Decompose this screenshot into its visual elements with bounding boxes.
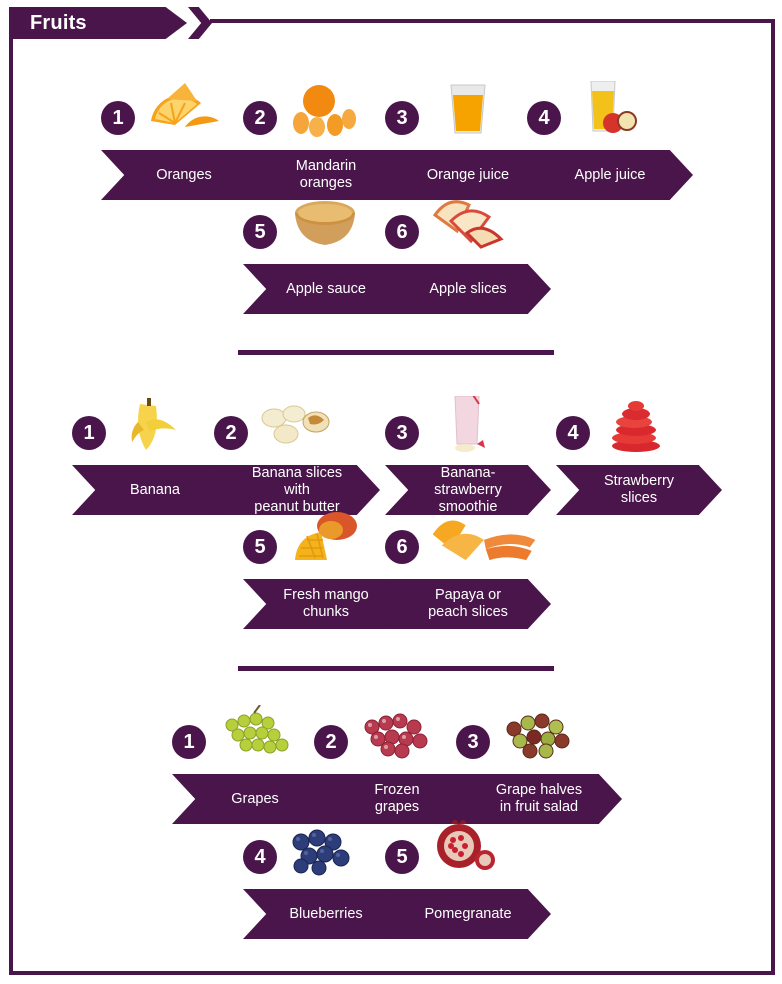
- fruit-item: 4 Apple juice: [527, 81, 693, 221]
- item-number-badge: 5: [385, 840, 419, 874]
- fruit-item: 1 Grapes: [172, 705, 338, 845]
- fruit-label: Blueberries: [289, 905, 363, 922]
- fruit-label: Pomegranate: [424, 905, 512, 922]
- pomegranate-icon: [437, 820, 495, 870]
- page-frame: [9, 19, 775, 975]
- item-number-badge: 6: [385, 530, 419, 564]
- item-number-badge: 5: [243, 215, 277, 249]
- fruit-label: Frozen grapes: [374, 782, 420, 815]
- label-chevron: [314, 774, 480, 824]
- label-chevron: [72, 465, 238, 515]
- item-number-badge: 2: [314, 725, 348, 759]
- fruit-label: Banana-strawberry smoothie: [434, 464, 502, 515]
- item-number-badge: 4: [527, 101, 561, 135]
- fruit-label: Apple sauce: [286, 280, 366, 297]
- item-number-badge: 4: [556, 416, 590, 450]
- orange-slices-icon: [151, 83, 219, 127]
- item-number-badge: 4: [243, 840, 277, 874]
- fruit-label: Apple juice: [574, 166, 646, 183]
- item-number-badge: 3: [385, 416, 419, 450]
- apple-juice-icon: [590, 81, 637, 133]
- banana-icon: [131, 398, 176, 450]
- label-chevron: [243, 264, 409, 314]
- item-number-badge: 1: [172, 725, 206, 759]
- item-number-badge: 1: [72, 416, 106, 450]
- item-number-badge: 3: [385, 101, 419, 135]
- label-chevron: [385, 150, 551, 200]
- label-chevron: [556, 465, 722, 515]
- fruit-item: 2 Banana slices with peanut butter: [214, 405, 380, 536]
- mandarin-icon: [293, 85, 356, 137]
- fruit-label: Strawberry slices: [603, 473, 675, 506]
- label-chevron: [385, 465, 551, 515]
- fruit-item: 3 Grape halves in fruit salad: [456, 713, 622, 845]
- label-chevron: [243, 579, 409, 629]
- orange-juice-icon: [450, 84, 486, 134]
- mango-icon: [295, 512, 357, 560]
- fruit-label: Banana: [130, 481, 180, 498]
- label-chevron: [172, 774, 338, 824]
- apple-slices-icon: [432, 200, 504, 249]
- page-title: Fruits: [30, 12, 87, 34]
- label-chevron: [243, 150, 409, 200]
- label-chevron: [385, 264, 551, 314]
- label-chevron: [527, 150, 693, 200]
- fruit-item: 3 Orange juice: [385, 84, 551, 221]
- section-divider: [238, 350, 554, 355]
- fruit-label: Oranges: [156, 166, 212, 183]
- fruit-item: 5 Pomegranate: [385, 820, 551, 960]
- fruit-label: Fresh mango chunks: [283, 587, 369, 620]
- header-rule: [210, 19, 771, 23]
- fruit-label: Banana slices with peanut butter: [251, 464, 343, 515]
- apple-sauce-icon: [295, 201, 355, 245]
- fruit-item: 6 Apple slices: [385, 200, 551, 335]
- fruit-label: Papaya or peach slices: [428, 587, 508, 620]
- label-chevron: [214, 465, 380, 515]
- label-chevron: [385, 889, 551, 939]
- section-divider: [238, 666, 554, 671]
- banana-peanut-butter-icon: [261, 405, 330, 444]
- fruit-item: 4 Blueberries: [243, 829, 409, 960]
- title-banner: [9, 7, 187, 39]
- fruit-item: 1 Banana: [72, 398, 238, 536]
- label-chevron: [243, 889, 409, 939]
- fruit-item: 2 Frozen grapes: [314, 713, 480, 845]
- label-chevron: [385, 579, 551, 629]
- fruit-item: 2 Mandarin oranges: [243, 85, 409, 221]
- fruit-item: 1 Oranges: [101, 83, 267, 221]
- item-number-badge: 5: [243, 530, 277, 564]
- item-number-badge: 6: [385, 215, 419, 249]
- papaya-peach-icon: [432, 520, 536, 561]
- fruit-label: Apple slices: [429, 280, 507, 297]
- fruit-item: 5 Fresh mango chunks: [243, 512, 409, 650]
- fruit-item: 3 Banana-strawberry smoothie: [385, 396, 551, 536]
- grapes-icon: [225, 705, 289, 754]
- fruit-label: Grape halves in fruit salad: [495, 782, 583, 815]
- label-chevron: [456, 774, 622, 824]
- grape-halves-icon: [506, 713, 570, 759]
- item-number-badge: 1: [101, 101, 135, 135]
- smoothie-icon: [454, 396, 485, 452]
- frozen-grapes-icon: [364, 713, 428, 759]
- fruit-item: 4 Strawberry slices: [556, 401, 722, 536]
- item-number-badge: 2: [214, 416, 248, 450]
- fruit-label: Orange juice: [426, 166, 510, 183]
- strawberry-slices-icon: [612, 401, 660, 452]
- item-number-badge: 2: [243, 101, 277, 135]
- fruit-item: 5 Apple sauce: [243, 201, 409, 335]
- fruit-label: Grapes: [231, 790, 279, 807]
- item-number-badge: 3: [456, 725, 490, 759]
- fruit-item: 6 Papaya or peach slices: [385, 520, 551, 650]
- blueberries-icon: [292, 829, 350, 876]
- fruit-label: Mandarin oranges: [295, 158, 357, 191]
- label-chevron: [101, 150, 267, 200]
